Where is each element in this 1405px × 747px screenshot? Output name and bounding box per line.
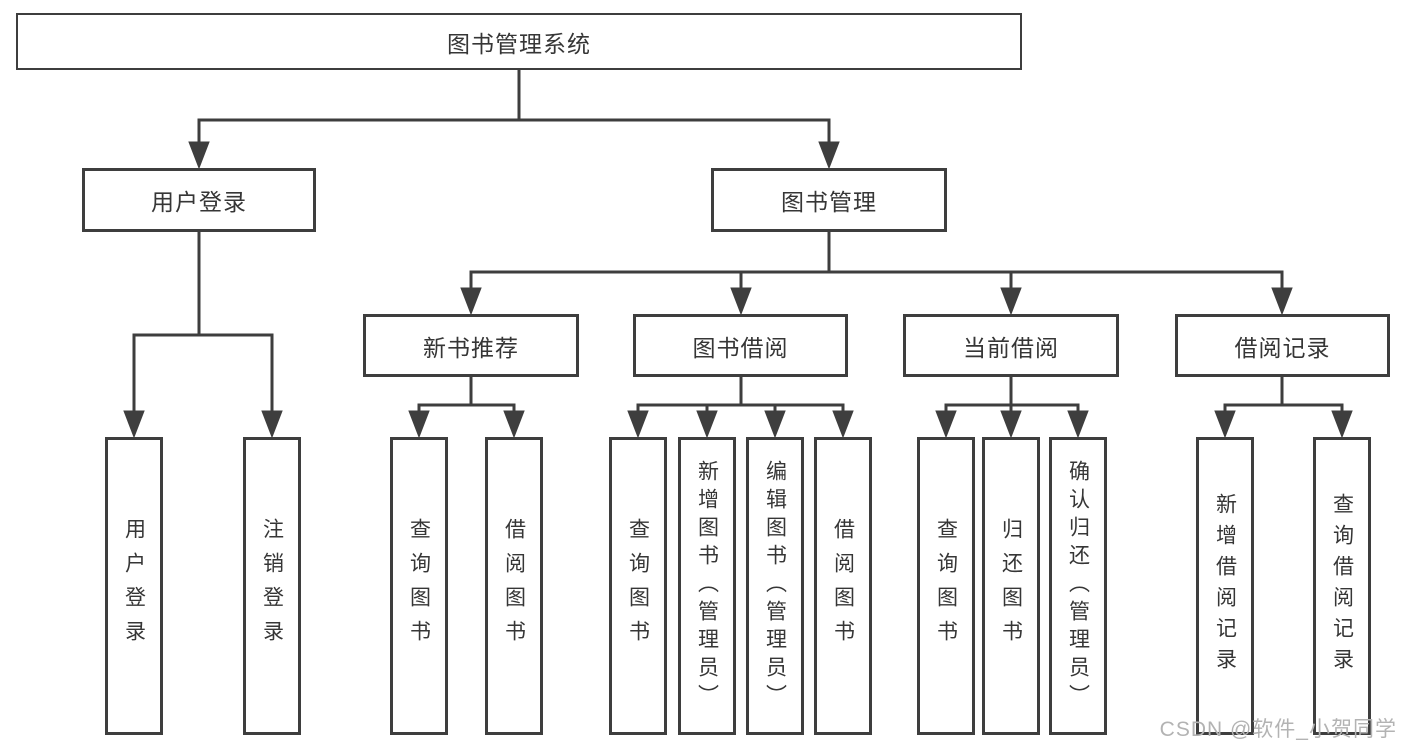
node-book-borrow-label: 图书借阅 <box>692 334 789 361</box>
arrowhead <box>503 410 525 439</box>
arrowhead <box>818 141 840 170</box>
leaf-newbooks-borrow-label: 借阅图书 <box>502 518 526 654</box>
leaf-borrow-edit: 编辑图书（管理员） <box>746 437 804 735</box>
arrowhead <box>696 410 718 439</box>
connector-new-books-children <box>408 375 525 439</box>
arrowhead <box>188 141 210 170</box>
leaf-logout-label: 注销登录 <box>260 518 284 654</box>
arrowhead <box>764 410 786 439</box>
leaf-borrow-borrow: 借阅图书 <box>814 437 872 735</box>
node-current-borrow-label: 当前借阅 <box>963 334 1059 361</box>
leaf-newbooks-query: 查询图书 <box>390 437 448 735</box>
arrowhead <box>1271 287 1293 316</box>
arrowhead <box>730 287 752 316</box>
leaf-user-login-label: 用户登录 <box>122 518 146 654</box>
connector-book-mgmt-children <box>460 230 1293 316</box>
node-borrow-records: 借阅记录 <box>1175 314 1390 377</box>
arrowhead <box>832 410 854 439</box>
leaf-current-confirm: 确认归还（管理员） <box>1049 437 1107 735</box>
arrowhead <box>408 410 430 439</box>
leaf-records-query: 查询借阅记录 <box>1313 437 1371 735</box>
arrowhead <box>460 287 482 316</box>
arrowhead <box>1000 287 1022 316</box>
arrowhead <box>627 410 649 439</box>
node-root-label: 图书管理系统 <box>447 30 591 57</box>
node-book-mgmt: 图书管理 <box>711 168 947 232</box>
leaf-user-login: 用户登录 <box>105 437 163 735</box>
leaf-newbooks-query-label: 查询图书 <box>407 518 431 654</box>
node-root: 图书管理系统 <box>16 13 1022 70</box>
leaf-borrow-borrow-label: 借阅图书 <box>831 518 855 654</box>
connector-book-borrow-children <box>627 375 854 439</box>
leaf-records-add-label: 新增借阅记录 <box>1213 493 1237 679</box>
node-book-mgmt-label: 图书管理 <box>781 189 877 215</box>
arrowhead <box>123 410 145 439</box>
arrowhead <box>1000 410 1022 439</box>
leaf-current-return-label: 归还图书 <box>999 518 1023 654</box>
leaf-current-query: 查询图书 <box>917 437 975 735</box>
node-new-books: 新书推荐 <box>363 314 579 377</box>
leaf-borrow-edit-label: 编辑图书（管理员） <box>763 460 787 712</box>
connector-user-login-children <box>123 230 283 439</box>
arrowhead <box>261 410 283 439</box>
leaf-borrow-add: 新增图书（管理员） <box>678 437 736 735</box>
watermark: CSDN @软件_小贺同学 <box>1159 718 1397 741</box>
leaf-current-query-label: 查询图书 <box>934 518 958 654</box>
leaf-borrow-query: 查询图书 <box>609 437 667 735</box>
arrowhead <box>935 410 957 439</box>
arrowhead <box>1331 410 1353 439</box>
node-user-login-label: 用户登录 <box>151 189 247 215</box>
arrowhead <box>1067 410 1089 439</box>
connector-current-borrow-children <box>935 375 1089 439</box>
connector-borrow-records-children <box>1214 375 1353 439</box>
leaf-current-confirm-label: 确认归还（管理员） <box>1066 460 1090 712</box>
leaf-records-query-label: 查询借阅记录 <box>1330 493 1354 679</box>
node-user-login: 用户登录 <box>82 168 316 232</box>
node-book-borrow: 图书借阅 <box>633 314 848 377</box>
leaf-borrow-add-label: 新增图书（管理员） <box>695 460 719 712</box>
leaf-records-add: 新增借阅记录 <box>1196 437 1254 735</box>
leaf-borrow-query-label: 查询图书 <box>626 518 650 654</box>
connector-root-to-level2 <box>188 68 840 170</box>
node-borrow-records-label: 借阅记录 <box>1234 334 1331 361</box>
arrowhead <box>1214 410 1236 439</box>
node-new-books-label: 新书推荐 <box>423 334 519 361</box>
node-current-borrow: 当前借阅 <box>903 314 1119 377</box>
leaf-newbooks-borrow: 借阅图书 <box>485 437 543 735</box>
leaf-logout: 注销登录 <box>243 437 301 735</box>
leaf-current-return: 归还图书 <box>982 437 1040 735</box>
